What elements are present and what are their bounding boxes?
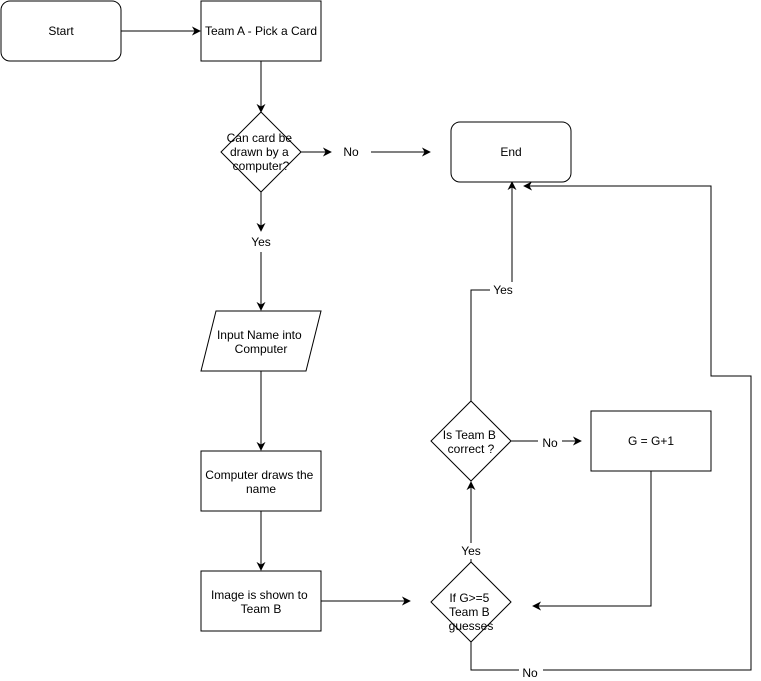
label-start: Start	[48, 24, 74, 38]
edge-label-guess-no: No	[522, 666, 538, 680]
node-computer-draws[interactable]	[200, 450, 322, 512]
edge-label-guess-yes: Yes	[461, 544, 481, 558]
label-image-shown: Image is shown to Team B	[211, 588, 311, 616]
label-team-b-correct: Is Team B correct ?	[443, 428, 499, 456]
nodes	[0, 0, 712, 643]
node-image-shown[interactable]	[200, 570, 322, 632]
label-g-increment: G = G+1	[628, 434, 674, 448]
edge-guess-no-to-end	[470, 181, 752, 671]
node-input-name[interactable]	[200, 310, 322, 372]
edge-labels: No Yes Yes No Yes No	[246, 144, 562, 681]
node-labels: Start Team A - Pick a Card Can card be d…	[48, 24, 674, 633]
edge-label-correct-yes: Yes	[493, 283, 513, 297]
node-team-a-pick[interactable]	[200, 0, 322, 62]
edge-label-can-draw-yes: Yes	[251, 235, 271, 249]
edge-label-can-draw-no: No	[343, 145, 359, 159]
label-computer-draws: Computer draws the name	[205, 468, 316, 496]
node-can-draw-decision[interactable]	[220, 111, 302, 193]
edges	[121, 26, 752, 671]
label-end: End	[500, 145, 521, 159]
label-team-a-pick: Team A - Pick a Card	[205, 24, 317, 38]
node-start[interactable]	[0, 0, 122, 62]
node-team-b-correct-decision[interactable]	[430, 400, 512, 482]
node-g-check-decision[interactable]	[430, 561, 512, 643]
label-input-name: Input Name into Computer	[217, 328, 305, 356]
node-end[interactable]	[450, 121, 572, 183]
label-g-check: If G>=5 Team B guesses	[449, 591, 494, 633]
label-can-draw: Can card be drawn by a computer?	[227, 131, 296, 173]
node-g-increment[interactable]	[590, 410, 712, 472]
edge-label-correct-no: No	[542, 436, 558, 450]
edge-g-increment-to-guess-check	[532, 471, 652, 611]
